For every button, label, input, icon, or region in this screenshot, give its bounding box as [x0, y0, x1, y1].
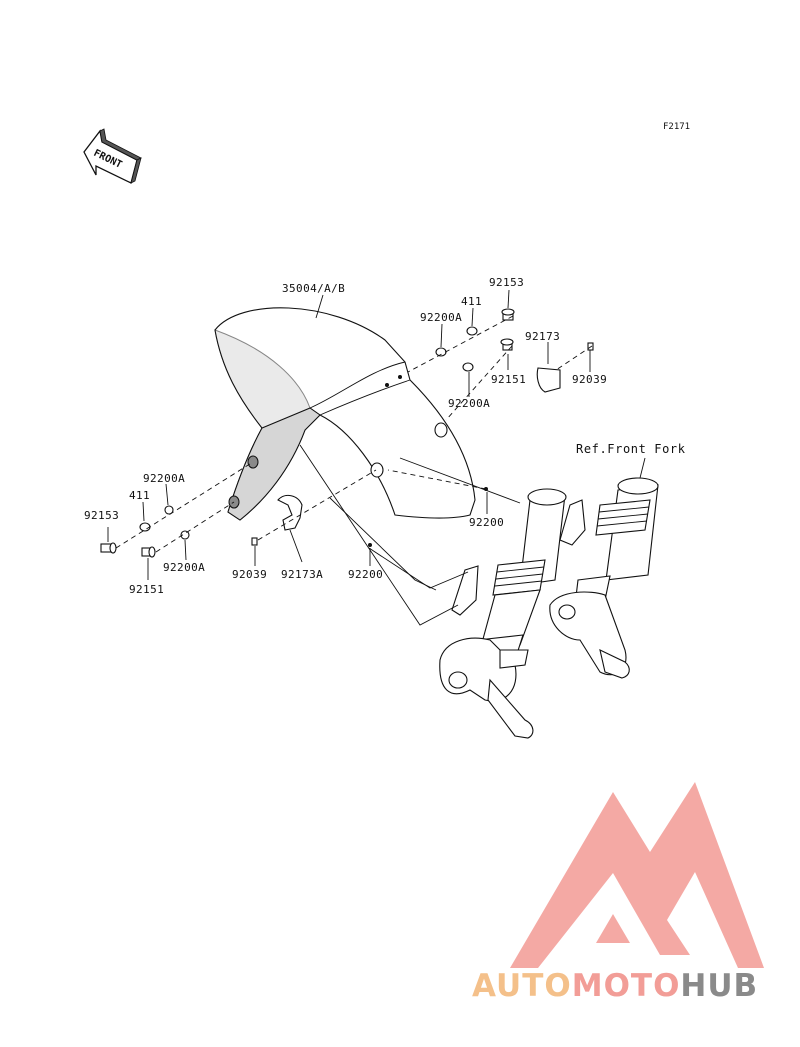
hardware-right [435, 308, 594, 491]
label-screw-right: 92151 [491, 373, 526, 386]
front-fork-right [549, 477, 659, 679]
front-fork-left [439, 488, 567, 739]
logo-triangle-shape [510, 782, 764, 968]
watermark-brand: AUTOMOTOHUB [472, 968, 758, 1004]
front-arrow-icon: FRONT [83, 128, 142, 184]
label-screw-left: 92151 [129, 583, 164, 596]
label-washer-center: 92200 [469, 516, 504, 529]
label-bolt-left: 92153 [84, 509, 119, 522]
front-fender [214, 307, 476, 521]
label-clamp-right: 92173 [525, 330, 560, 343]
leader-lines [107, 289, 646, 626]
label-washer-left-bottom: 92200A [163, 561, 205, 574]
part-labels: 35004/A/B 92153 411 92200A 92173 92151 9… [84, 276, 686, 596]
brand-auto: AUTO [472, 968, 572, 1004]
label-clip-left: 92039 [232, 568, 267, 581]
label-washer-right-bottom: 92200A [448, 397, 490, 410]
label-front-fork-ref: Ref.Front Fork [576, 442, 686, 456]
label-washer-right-lower: 92200 [348, 568, 383, 581]
label-bolt-right: 92153 [489, 276, 524, 289]
label-clip-right: 92039 [572, 373, 607, 386]
diagram-code: F2171 [663, 122, 690, 132]
label-washer-left-top: 92200A [143, 472, 185, 485]
brand-hub: HUB [680, 968, 758, 1004]
watermark-logo [510, 782, 764, 968]
hardware-left [100, 494, 372, 558]
label-washer-right-top: 92200A [420, 311, 462, 324]
label-fender: 35004/A/B [282, 282, 345, 295]
label-collar-left: 411 [129, 489, 150, 502]
brand-moto: MOTO [572, 968, 681, 1004]
label-clamp-left: 92173A [281, 568, 323, 581]
label-collar-right: 411 [461, 295, 482, 308]
